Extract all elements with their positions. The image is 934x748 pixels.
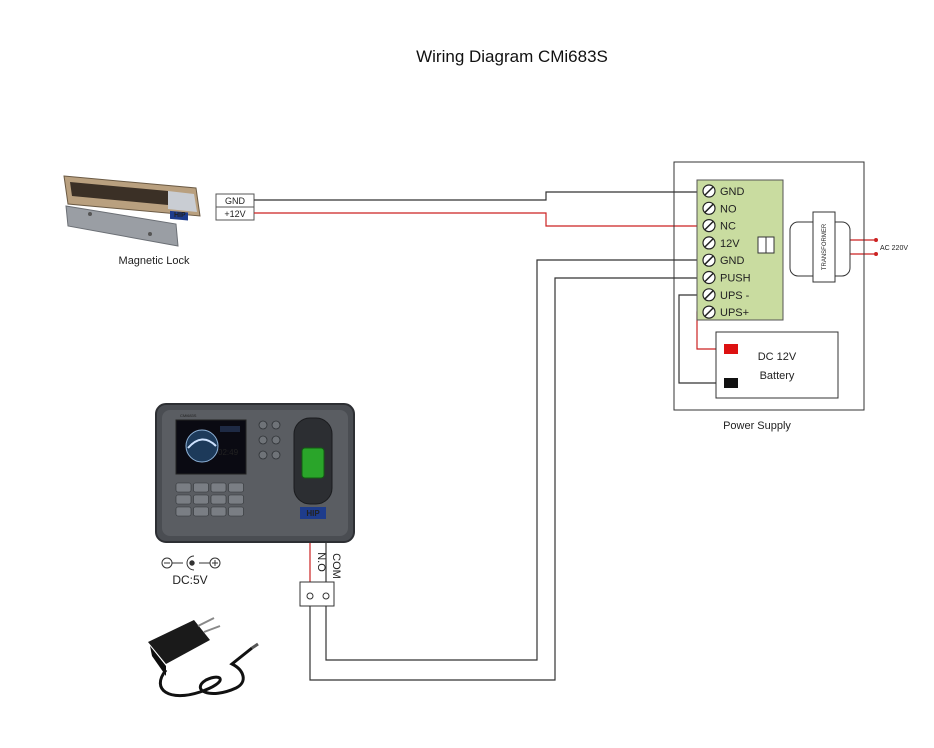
transformer: TRANSFORMER AC 220V [757,211,908,283]
terminal-screw-slot [704,272,714,283]
magnetic-lock-image: HIP [63,175,201,247]
keypad-key [193,506,209,517]
wire-ups-minus [678,294,724,384]
battery-positive-terminal [724,344,738,354]
device-model-badge: CMi683S [180,413,197,418]
terminal-screw-slot [704,307,714,317]
terminal-screw-slot [704,186,714,196]
terminal-screw-slot [704,221,714,231]
terminal-label: UPS - [720,290,750,302]
relay-no-screw [306,592,314,600]
terminal-screw-slot [704,290,714,300]
power-adapter-image [148,617,259,698]
device-keypad [175,482,244,517]
keypad-key [193,482,209,493]
keypad-key [228,494,244,505]
wires [254,191,874,681]
battery-negative-terminal [724,378,738,388]
ac-input-label: AC 220V [880,245,908,252]
keypad-key [193,494,209,505]
magnetic-lock-label: Magnetic Lock [119,255,190,267]
wire-gnd-to-com [325,259,700,661]
power-supply: GND NO NC 12V GND PUSH UPS - UPS+ TRANSFORMER A… [673,161,908,432]
relay-com-label: COM [330,553,342,579]
magnetic-lock: HIP Magnetic Lock GND +12V [63,175,255,267]
keypad-key [228,482,244,493]
power-supply-label: Power Supply [723,420,791,432]
diagram-title: Wiring Diagram CMi683S [416,47,608,66]
battery: DC 12V Battery [715,331,839,399]
battery-line1: DC 12V [758,351,797,363]
terminal-screws [702,184,716,319]
keypad-key [210,482,227,493]
terminal-labels: GND NO NC 12V GND PUSH UPS - UPS+ [720,186,751,319]
dc-polarity-symbol [161,555,221,571]
terminal-device: CMi683S 02:49 HIP [155,403,355,543]
device-screen-time: 02:49 [218,448,239,457]
transformer-label: TRANSFORMER [822,223,828,270]
keypad-key [210,506,227,517]
terminal-screw-slot [704,238,714,248]
wire-lock-gnd [254,191,700,201]
magnetic-lock-brand: HIP [174,212,186,219]
terminal-label: 12V [720,238,740,250]
wire-lock-12v [254,212,700,227]
terminal-label: PUSH [720,273,751,285]
plus12v-wire-label: +12V [224,209,245,219]
power-supply-enclosure [673,161,865,411]
keypad-key [228,506,244,517]
terminal-label: NC [720,221,736,233]
device-brand-badge [300,507,326,519]
terminal-label: GND [720,255,745,267]
keypad-key [175,506,192,517]
battery-line2: Battery [760,370,795,382]
device-nav-keys [258,420,281,460]
terminal-screw-slot [704,255,714,265]
wire-push-to-no [309,277,700,681]
device-brand: HIP [306,509,320,518]
battery-box [715,331,839,399]
terminal-label: UPS+ [720,307,749,319]
relay-terminal-box [299,581,335,607]
keypad-key [175,494,192,505]
fingerprint-sensor [293,417,333,505]
gnd-wire-label: GND [225,196,246,206]
terminal-screw-slot [704,203,714,213]
relay-no-label: N.O [315,552,327,572]
keypad-key [175,482,192,493]
device-screen: 02:49 [175,419,247,475]
relay-terminal: N.O COM [299,552,342,607]
keypad-key [210,494,227,505]
dc-voltage-label: DC:5V [172,573,207,587]
relay-com-screw [322,592,330,600]
terminal-label: NO [720,203,737,215]
terminal-label: GND [720,186,745,198]
